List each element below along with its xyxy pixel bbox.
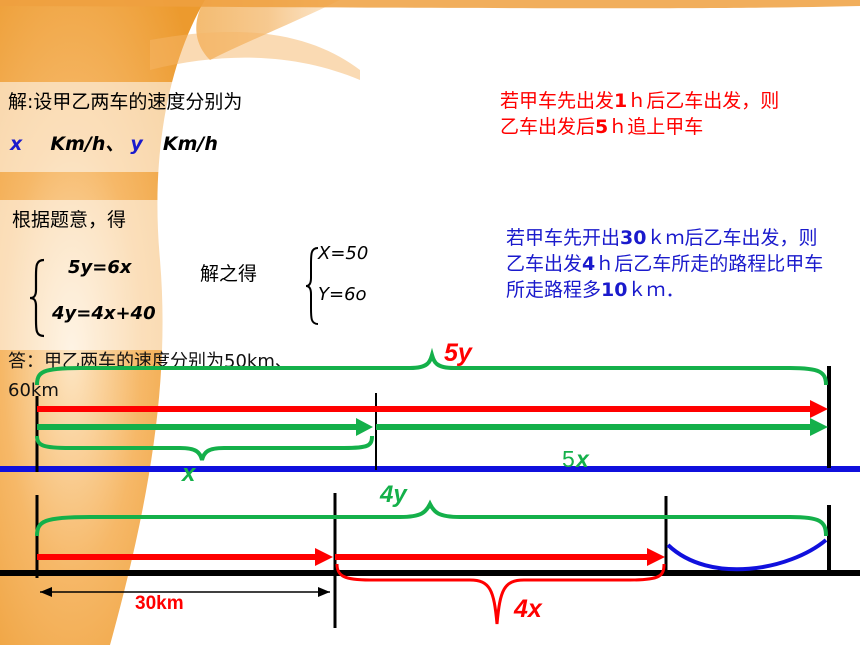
unit-y: Km/h xyxy=(162,133,218,155)
solution-brace-icon xyxy=(305,247,319,325)
label-x: x xyxy=(180,460,197,487)
brace-x xyxy=(35,435,374,461)
brace-4y xyxy=(35,499,828,537)
condition-2-part: ｋｍ后乙车出发，则乙车出发 xyxy=(506,227,818,276)
var-x: x xyxy=(10,133,23,155)
label-5x-variable: x xyxy=(574,446,590,472)
condition-2-part: ｋｍ． xyxy=(627,279,685,302)
arrowhead-red-5y xyxy=(810,400,828,418)
setup-text: 根据题意，得 xyxy=(12,209,127,231)
condition-2-part: 若甲车先开出 xyxy=(506,227,621,249)
var-y: y xyxy=(130,133,143,155)
solution-x: X=50 xyxy=(318,243,369,264)
answer-line-2: 60km xyxy=(8,380,59,401)
condition-2-hours: 4 xyxy=(582,253,596,276)
solve-label: 解之得 xyxy=(200,263,258,285)
arrowhead-green-x xyxy=(356,418,373,436)
dimension-arrow-left xyxy=(40,587,52,597)
label-30km: 30km xyxy=(135,593,184,614)
system-brace-icon xyxy=(29,258,45,338)
condition-2-part: ｈ后乙车所走的路程比甲车所走路程多 xyxy=(506,253,824,302)
condition-1-part: 若甲车先出发 xyxy=(500,90,615,112)
variables-line: x Km/h、 y Km/h xyxy=(10,133,218,156)
condition-2-extra-km: 10 xyxy=(601,279,628,302)
arrowhead-green-5x xyxy=(810,418,828,436)
arrowhead-red-4x xyxy=(647,548,665,566)
label-4x: 4x xyxy=(513,595,543,623)
condition-1-part: ｈ后乙车出发，则乙车出发后 xyxy=(500,90,780,139)
arrowhead-red-30km xyxy=(315,548,333,566)
label-5x-coefficient: 5 xyxy=(562,446,575,472)
equation-2: 4y=4x+40 xyxy=(52,303,156,324)
equation-1: 5y=6x xyxy=(68,257,132,278)
condition-1-part: ｈ追上甲车 xyxy=(608,116,704,139)
condition-1-hours-first: 1 xyxy=(614,90,628,112)
condition-2-head-start: 30 xyxy=(620,227,647,249)
condition-1-text: 若甲车先出发1ｈ后乙车出发，则乙车出发后5ｈ追上甲车 xyxy=(500,88,790,140)
solution-y: Y=6o xyxy=(318,284,367,305)
condition-2-text: 若甲车先开出30ｋｍ后乙车出发，则乙车出发4ｈ后乙车所走的路程比甲车所走路程多1… xyxy=(506,225,831,304)
arc-10km xyxy=(666,538,828,572)
dimension-arrow-right xyxy=(318,587,330,597)
brace-4x xyxy=(335,563,666,625)
label-4y: 4y xyxy=(379,481,408,508)
unit-x: Km/h、 xyxy=(50,133,125,155)
label-5y: 5y xyxy=(444,339,473,367)
solution-intro: 解:设甲乙两车的速度分别为 xyxy=(8,91,243,113)
condition-1-hours-chase: 5 xyxy=(595,116,609,139)
brace-5y xyxy=(35,347,828,386)
